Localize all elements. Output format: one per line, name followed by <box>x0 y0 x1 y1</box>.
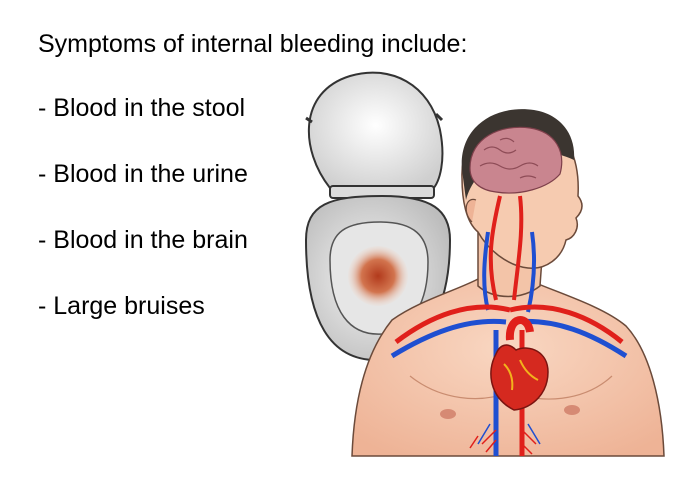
symptom-item: - Blood in the brain <box>38 226 248 254</box>
blood-stain <box>348 246 408 306</box>
page-heading: Symptoms of internal bleeding include: <box>38 30 468 58</box>
symptom-item: - Blood in the urine <box>38 160 248 188</box>
symptom-item: - Large bruises <box>38 292 205 320</box>
toilet-lid <box>307 71 444 192</box>
circulatory-system <box>390 195 628 456</box>
symptom-item: - Blood in the stool <box>38 94 246 122</box>
symptom-list: - Blood in the stool - Blood in the urin… <box>38 92 248 356</box>
medical-illustration <box>304 71 665 457</box>
brain <box>469 126 563 194</box>
heart <box>490 344 549 411</box>
